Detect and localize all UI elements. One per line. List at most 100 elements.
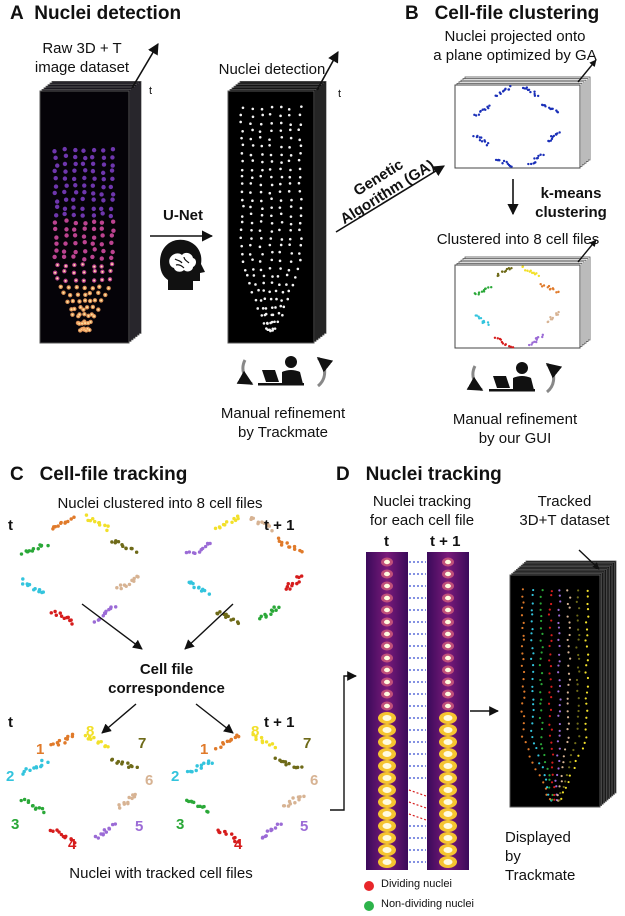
tracked-nucleus bbox=[549, 665, 553, 668]
cluster-point bbox=[113, 605, 118, 609]
detected-nucleus bbox=[250, 169, 254, 172]
panel-title-text: Nuclei tracking bbox=[365, 464, 502, 485]
tracked-nucleus bbox=[532, 588, 535, 592]
cluster-point bbox=[199, 766, 203, 770]
tracked-nucleus bbox=[553, 798, 556, 801]
detected-nucleus bbox=[289, 154, 293, 157]
detected-nucleus bbox=[286, 297, 290, 301]
cluster-point bbox=[267, 524, 272, 528]
detected-nucleus bbox=[298, 252, 301, 255]
tracked-nucleus bbox=[558, 679, 561, 682]
cluster-point bbox=[502, 159, 506, 163]
detected-nucleus bbox=[259, 122, 263, 126]
cluster-point bbox=[236, 516, 240, 521]
tracked-nucleus bbox=[578, 633, 581, 637]
tracked-nucleus bbox=[539, 602, 542, 605]
cluster-point bbox=[97, 523, 102, 527]
cluster-point bbox=[287, 545, 291, 549]
tracked-nucleus bbox=[548, 786, 551, 789]
cluster-point bbox=[110, 540, 114, 544]
cluster-point bbox=[275, 822, 280, 826]
nucleus-center bbox=[384, 619, 390, 625]
tracked-nucleus bbox=[567, 736, 570, 739]
cluster-point bbox=[287, 761, 291, 766]
dividing-legend-dot bbox=[364, 881, 374, 891]
detected-nucleus bbox=[270, 230, 274, 233]
cluster-point bbox=[542, 284, 546, 287]
tracked-nucleus bbox=[556, 754, 559, 757]
detected-nucleus bbox=[270, 105, 274, 109]
tracked-nucleus bbox=[539, 691, 542, 694]
tracked-dataset-label: Tracked 3D+T dataset bbox=[519, 493, 610, 529]
cluster-point bbox=[526, 269, 529, 272]
tracked-nucleus bbox=[558, 729, 561, 732]
tracked-nucleus bbox=[574, 759, 577, 763]
nucleus-glow bbox=[53, 213, 59, 218]
tracked-nucleus bbox=[539, 627, 543, 630]
tracked-nucleus bbox=[548, 608, 551, 611]
nucleus-glow bbox=[83, 168, 88, 173]
nucleus-core bbox=[93, 315, 96, 318]
cluster-point bbox=[527, 88, 531, 91]
nucleus-center bbox=[382, 763, 392, 769]
raw-nuclei-glow bbox=[52, 146, 116, 333]
cluster-point bbox=[254, 734, 258, 739]
nucleus-center bbox=[445, 703, 451, 709]
cluster-point bbox=[59, 520, 63, 525]
detected-nucleus bbox=[260, 107, 264, 111]
cluster-point bbox=[224, 520, 229, 524]
detected-nucleus bbox=[260, 213, 264, 217]
detected-nucleus bbox=[298, 228, 301, 232]
cluster-point bbox=[505, 160, 508, 164]
nucleus-core bbox=[56, 263, 59, 266]
nucleus-glow bbox=[63, 197, 69, 202]
nucleus-glow bbox=[62, 211, 67, 217]
cluster-point bbox=[535, 340, 538, 344]
nucleus-glow bbox=[73, 183, 78, 188]
cluster-point bbox=[42, 810, 46, 815]
cluster-point bbox=[70, 732, 75, 737]
tracked-nucleus bbox=[548, 715, 551, 718]
detected-nucleus bbox=[243, 268, 247, 272]
cluster-point bbox=[536, 156, 540, 160]
detected-nucleus bbox=[298, 221, 302, 225]
nucleus-center bbox=[384, 691, 390, 697]
nucleus-center bbox=[384, 559, 390, 565]
cluster-point bbox=[30, 549, 35, 553]
tracked-nucleus bbox=[566, 638, 569, 642]
cluster-point bbox=[200, 805, 205, 809]
nucleus-center bbox=[445, 631, 451, 637]
nucleus-glow bbox=[62, 161, 68, 167]
detected-nucleus bbox=[279, 243, 283, 247]
detected-nucleus bbox=[268, 191, 272, 195]
nucleus-glow bbox=[73, 154, 78, 160]
tracked-nucleus bbox=[587, 653, 590, 656]
cluster-point bbox=[496, 272, 500, 276]
tracked-nucleus bbox=[568, 621, 571, 624]
detected-nucleus bbox=[262, 289, 265, 292]
detected-nucleus bbox=[299, 214, 303, 218]
cluster-point bbox=[546, 320, 549, 324]
panel-letter: D bbox=[336, 464, 350, 485]
tracked-nucleus bbox=[532, 670, 535, 673]
cluster-point bbox=[537, 154, 540, 158]
cluster-point bbox=[51, 742, 55, 746]
cell-file-number: 6 bbox=[310, 772, 319, 789]
clusters-t bbox=[19, 513, 140, 626]
nucleus-glow bbox=[72, 168, 77, 173]
detected-nucleus bbox=[259, 268, 263, 272]
cluster-point bbox=[221, 522, 226, 527]
tracked-nucleus bbox=[521, 588, 524, 591]
detected-nucleus bbox=[261, 307, 265, 310]
cluster-point bbox=[235, 733, 239, 738]
cluster-point bbox=[294, 765, 298, 770]
cluster-point bbox=[530, 343, 533, 346]
tracked-nucleus bbox=[549, 653, 552, 656]
detected-nucleus bbox=[249, 243, 252, 247]
detected-nucleus bbox=[271, 313, 275, 317]
detected-nucleus bbox=[260, 144, 264, 148]
tracked-nucleus bbox=[522, 678, 525, 681]
cluster-point bbox=[556, 111, 560, 114]
cluster-point bbox=[557, 310, 560, 314]
detected-nuclei-dots bbox=[239, 105, 303, 333]
